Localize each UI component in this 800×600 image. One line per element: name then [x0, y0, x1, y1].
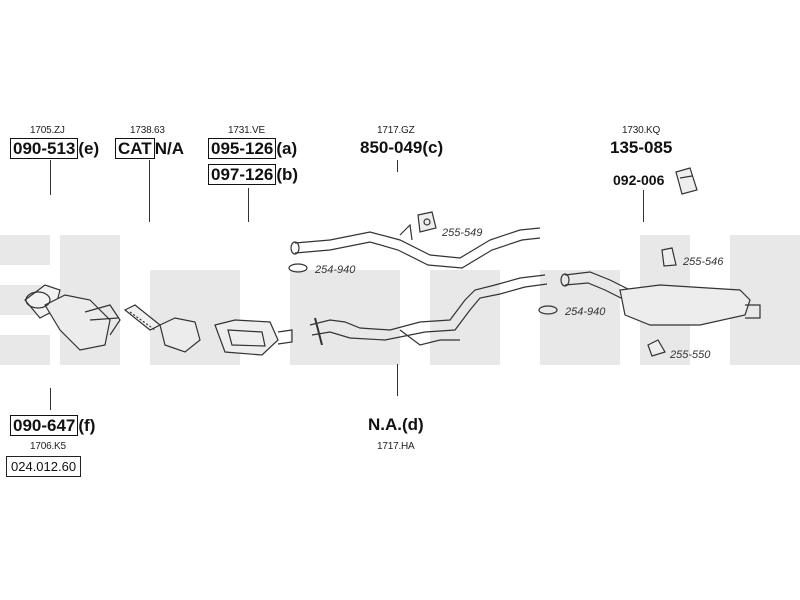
- clamp-254-940-right: [538, 305, 558, 315]
- part-number: 090-513(e): [10, 138, 99, 159]
- rear-silencer-part: [560, 271, 761, 326]
- leader-line: [50, 160, 52, 195]
- part-number-box: 097-126: [208, 164, 277, 185]
- leader-line: [50, 388, 52, 410]
- ref-code: 1706.K5: [30, 441, 66, 452]
- clamp-254-940-left: [288, 263, 308, 273]
- leader-line: [643, 190, 645, 222]
- part-suffix: (a): [276, 139, 298, 158]
- leader-line: [149, 160, 151, 222]
- part-suffix: (f): [78, 416, 96, 435]
- catalytic-converter-part: [214, 319, 293, 356]
- ref-code: 1705.ZJ: [30, 125, 65, 136]
- leader-line: [397, 160, 399, 172]
- part-number-box: 090-513: [10, 138, 79, 159]
- ref-code: 1717.HA: [377, 441, 415, 452]
- bracket-255-550: [647, 339, 666, 357]
- part-number: 095-126(a): [208, 138, 297, 159]
- clamp-255-549: [417, 211, 437, 233]
- part-number: 097-126(b): [208, 164, 298, 185]
- flex-pipe-part: [123, 304, 201, 353]
- ref-code: 1738.63: [130, 125, 165, 136]
- mounting-bracket-092-006: [675, 167, 698, 195]
- part-suffix: (b): [276, 165, 299, 184]
- part-number-box: 095-126: [208, 138, 277, 159]
- part-suffix: N/A: [154, 139, 184, 158]
- diagram-id: 024.012.60: [6, 456, 82, 477]
- part-number-text: N.A.(d): [368, 415, 424, 434]
- ref-code: 1731.VE: [228, 125, 265, 136]
- leader-line: [397, 364, 399, 396]
- leader-line: [248, 188, 250, 222]
- callout-label: 255-546: [683, 256, 724, 268]
- ref-code: 1717.GZ: [377, 125, 415, 136]
- part-number: N.A.(d): [368, 415, 424, 435]
- callout-label: 255-549: [442, 227, 483, 239]
- middle-pipe-part: [290, 223, 541, 269]
- part-suffix: (e): [78, 139, 100, 158]
- ref-code: 1730.KQ: [622, 125, 661, 136]
- front-pipe-part: [309, 274, 548, 346]
- part-number-text: 850-049(c): [360, 138, 444, 157]
- catalyst-manifold-part: [24, 284, 121, 351]
- callout-label: 255-550: [670, 349, 711, 361]
- part-number: 850-049(c): [360, 138, 443, 158]
- bracket-255-546: [661, 247, 677, 267]
- part-number: 135-085: [610, 138, 672, 158]
- part-number: 092-006: [613, 170, 664, 190]
- callout-label: 254-940: [315, 264, 356, 276]
- callout-label: 254-940: [565, 306, 606, 318]
- part-number-text: 092-006: [613, 172, 665, 188]
- part-number: 090-647(f): [10, 415, 95, 436]
- part-number-box: 090-647: [10, 415, 79, 436]
- part-number-text: 135-085: [610, 138, 673, 157]
- part-number-box: CAT: [115, 138, 155, 159]
